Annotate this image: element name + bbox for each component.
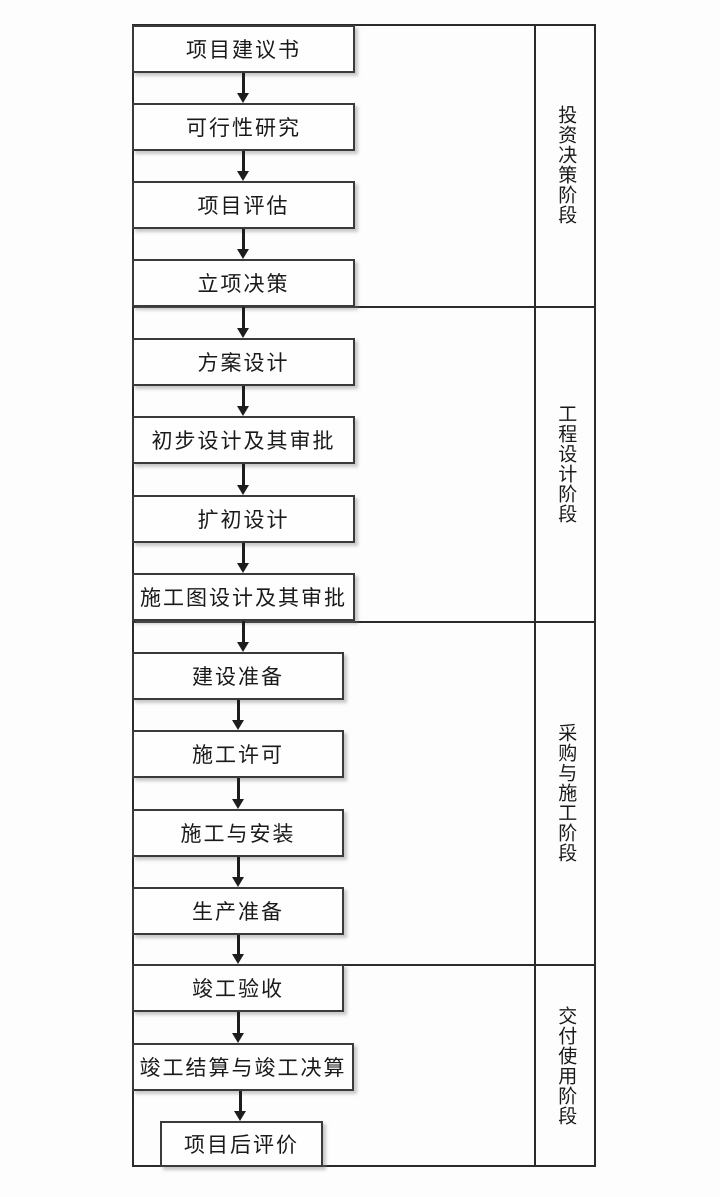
node-extended-design[interactable]: 扩初设计 [132, 495, 355, 543]
arrow-head [232, 877, 244, 887]
arrow-shaft [237, 857, 240, 879]
arrow-shaft [237, 778, 240, 801]
arrow-head [237, 93, 249, 103]
arrow-head [232, 799, 244, 809]
node-completion-acceptance[interactable]: 竣工验收 [132, 964, 344, 1012]
node-project-appraisal[interactable]: 项目评估 [132, 181, 355, 229]
arrow-shaft [242, 151, 245, 173]
arrow-head [237, 328, 249, 338]
arrow-head [232, 720, 244, 730]
arrow-shaft [239, 1091, 242, 1113]
arrow-shaft [242, 386, 245, 408]
node-post-evaluation[interactable]: 项目后评价 [160, 1121, 323, 1167]
stage-label-column-divider [534, 24, 536, 1167]
stage-separator-3 [132, 964, 596, 966]
node-project-proposal[interactable]: 项目建议书 [132, 25, 355, 73]
stage-delivery-use-label: 交付使用阶段 [555, 1005, 577, 1126]
arrow-shaft [242, 229, 245, 251]
node-feasibility-study[interactable]: 可行性研究 [132, 103, 355, 151]
arrow-head [232, 1033, 244, 1043]
arrow-head [234, 1111, 246, 1121]
node-construction-drawing[interactable]: 施工图设计及其审批 [132, 573, 355, 621]
arrow-head [237, 171, 249, 181]
arrow-shaft [242, 543, 245, 565]
node-construction-install[interactable]: 施工与安装 [132, 809, 344, 857]
node-construction-preparation[interactable]: 建设准备 [132, 652, 344, 700]
stage-engineering-design-label: 工程设计阶段 [555, 403, 577, 524]
node-final-accounts[interactable]: 竣工结算与竣工决算 [132, 1043, 354, 1091]
arrow-shaft [242, 73, 245, 95]
node-production-preparation[interactable]: 生产准备 [132, 887, 344, 935]
arrow-shaft [237, 935, 240, 956]
arrow-shaft [242, 464, 245, 487]
arrow-head [237, 485, 249, 495]
stage-separator-2 [132, 621, 596, 623]
arrow-head [232, 954, 244, 964]
arrow-head [237, 642, 249, 652]
node-preliminary-design[interactable]: 初步设计及其审批 [132, 416, 355, 464]
arrow-shaft [237, 700, 240, 722]
stage-separator-1 [132, 306, 596, 308]
node-scheme-design[interactable]: 方案设计 [132, 338, 355, 386]
arrow-head [237, 563, 249, 573]
arrow-shaft [242, 621, 245, 644]
arrow-head [237, 249, 249, 259]
stage-investment-decision-label: 投资决策阶段 [555, 105, 577, 225]
node-project-approval[interactable]: 立项决策 [132, 259, 355, 307]
stage-procurement-construction-label: 采购与施工阶段 [555, 722, 577, 863]
arrow-head [237, 406, 249, 416]
node-construction-permit[interactable]: 施工许可 [132, 730, 344, 778]
arrow-shaft [237, 1012, 240, 1035]
arrow-shaft [242, 307, 245, 330]
